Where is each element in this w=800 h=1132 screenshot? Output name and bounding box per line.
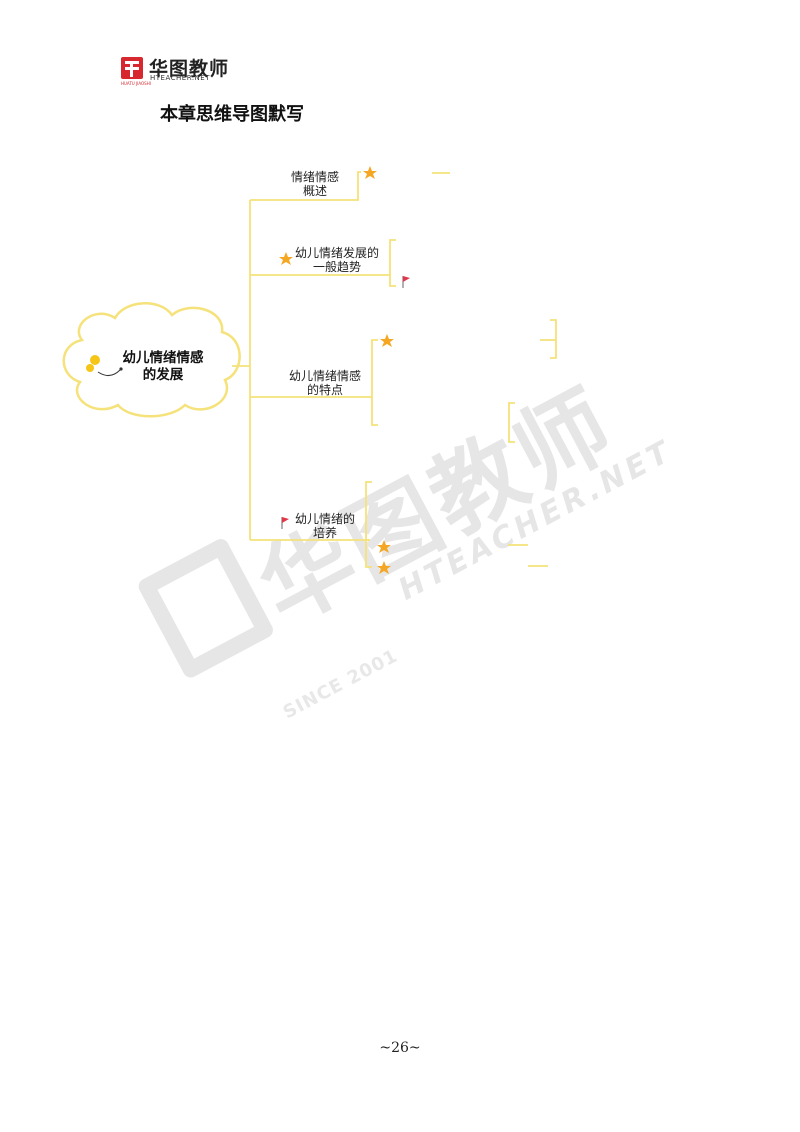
root-line-1: 幼儿情绪情感 <box>122 350 204 366</box>
branch-label-line-1: 情绪情感 <box>290 170 339 184</box>
bird-icon <box>86 355 123 376</box>
flag-markers <box>281 276 410 529</box>
branch-label-line-1: 幼儿情绪发展的 <box>294 246 379 260</box>
flag-icon <box>281 517 289 529</box>
branch-node-general-trend: 幼儿情绪发展的 一般趋势 <box>292 246 382 274</box>
branch-label-line-2: 的特点 <box>306 383 343 397</box>
page-number: ~26~ <box>379 1040 421 1056</box>
root-line-2: 的发展 <box>142 367 184 383</box>
star-icon <box>380 334 394 347</box>
star-icon <box>377 561 391 574</box>
star-icon <box>377 540 391 553</box>
branch-node-cultivation: 幼儿情绪的 培养 <box>292 512 358 540</box>
branch-label-line-2: 概述 <box>302 184 327 198</box>
branch-node-characteristics: 幼儿情绪情感 的特点 <box>283 369 367 397</box>
brand-tagline: HUATU JIAOSHI <box>121 81 151 86</box>
flag-icon <box>402 276 410 288</box>
branch-label-line-1: 幼儿情绪的 <box>294 512 355 526</box>
branch-node-overview: 情绪情感 概述 <box>280 170 350 198</box>
branch-label-line-2: 培养 <box>312 526 337 540</box>
star-icon <box>363 166 377 179</box>
brand-domain: HTEACHER.NET <box>150 74 210 82</box>
main-connectors <box>232 171 557 568</box>
root-cloud-shape <box>62 302 241 418</box>
mind-map-root: 幼儿情绪情感 的发展 <box>113 350 213 384</box>
branch-label-line-2: 一般趋势 <box>312 260 361 274</box>
brand-name: 华图教师 <box>149 58 230 80</box>
star-icon <box>279 252 293 265</box>
brand-logo-icon <box>121 57 143 79</box>
page-title: 本章思维导图默写 <box>160 104 304 125</box>
branch-label-line-1: 幼儿情绪情感 <box>288 369 361 383</box>
star-markers <box>279 166 394 574</box>
